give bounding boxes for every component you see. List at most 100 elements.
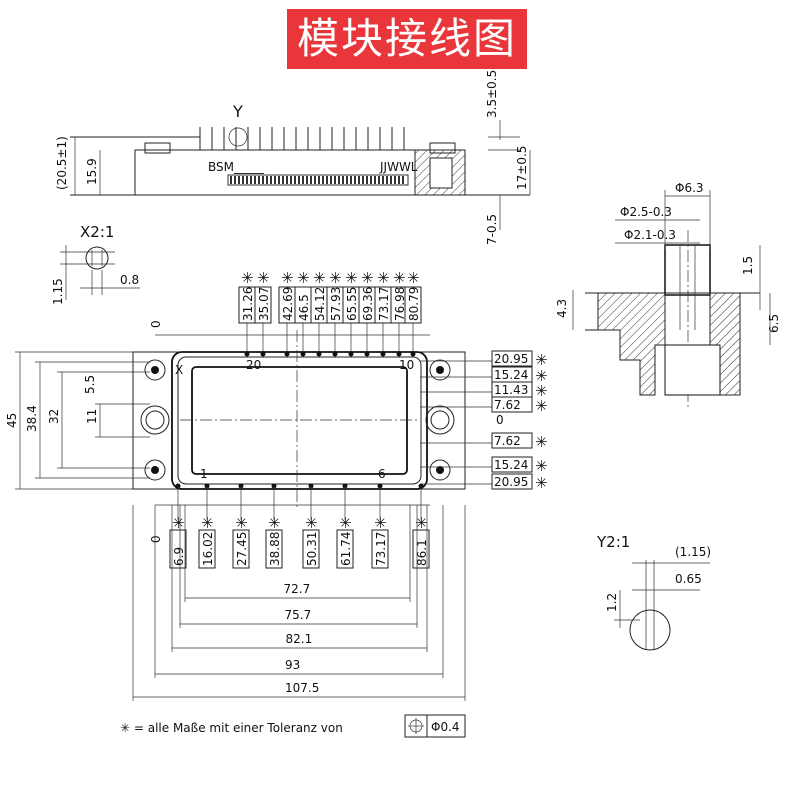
sec-d1: Φ6.3 (675, 181, 704, 195)
top-pin (284, 351, 290, 357)
right-dim-box (491, 456, 533, 473)
zero-top: 0 (149, 320, 163, 328)
right-dim-lower: 15.24 (494, 458, 528, 472)
sec-h1: 1.5 (741, 256, 755, 275)
bottom-pin-dim: 16.02 (201, 532, 215, 566)
top-pin-dim: 35.07 (257, 287, 271, 321)
top-pin-dim: 80.79 (407, 287, 421, 321)
sec-d3: Φ2.1-0.3 (624, 228, 676, 242)
right-dim-upper: 7.62 (494, 398, 521, 412)
sec-h3: 6.5 (767, 314, 781, 333)
bottom-pin-star: ✳ (305, 514, 318, 532)
right-dim-star: ✳ (535, 382, 548, 400)
right-dim-lower: 7.62 (494, 434, 521, 448)
bottom-pin-dim-box (169, 529, 187, 569)
y-detail: Y2:1 (1.15) 0.65 1.2 (596, 533, 711, 651)
dim-5-5: 5.5 (83, 375, 97, 394)
y-dim-v: 1.2 (605, 593, 619, 612)
side-view: BSM_____ JJWWL Y (20.5±1) 15.9 3.5±0.5 1… (55, 70, 531, 245)
bottom-pin-dim: 73.17 (374, 532, 388, 566)
top-pin (244, 351, 250, 357)
dim-11: 11 (85, 409, 99, 424)
footnote: ✳ = alle Maße mit einer Toleranz von Φ0.… (120, 714, 466, 738)
dim-pin-top: 3.5±0.5 (485, 70, 499, 118)
top-pin-dim: 65.55 (345, 287, 359, 321)
side-bsm-label: BSM_____ (208, 160, 265, 174)
top-view: X 20 10 1 6 0 0 ✳31.26✳35.07✳42.69✳46.5✳… (5, 269, 548, 701)
top-pin-dim: 73.17 (377, 287, 391, 321)
top-pin-star: ✳ (407, 269, 420, 287)
right-dim-star: ✳ (535, 433, 548, 451)
top-pin (410, 351, 416, 357)
h-dim-label: 75.7 (285, 608, 312, 622)
dim-45: 45 (5, 413, 19, 428)
x-detail: X2:1 1.15 0.8 (51, 223, 140, 305)
right-dim-zero: 0 (496, 413, 504, 427)
bottom-pin-star: ✳ (201, 514, 214, 532)
y-dim-top: (1.15) (675, 545, 711, 559)
top-pin (260, 351, 266, 357)
right-dim-upper: 20.95 (494, 352, 528, 366)
h-dim-label: 107.5 (285, 681, 319, 695)
top-pin (300, 351, 306, 357)
bottom-pin-dim: 50.31 (305, 532, 319, 566)
top-pin-star: ✳ (361, 269, 374, 287)
top-pin-star: ✳ (313, 269, 326, 287)
right-dim-star: ✳ (535, 351, 548, 369)
section-view: Φ6.3 Φ2.5-0.3 Φ2.1-0.3 1.5 4.3 6.5 (555, 181, 781, 410)
top-pin (348, 351, 354, 357)
top-pin-star: ✳ (297, 269, 310, 287)
bottom-pin-star: ✳ (339, 514, 352, 532)
bottom-pin-star: ✳ (374, 514, 387, 532)
bottom-pin-dim-box (198, 529, 216, 569)
sec-d2: Φ2.5-0.3 (620, 205, 672, 219)
right-dim-upper: 11.43 (494, 383, 528, 397)
top-pin-dim: 76.98 (393, 287, 407, 321)
right-dim-box (491, 350, 533, 367)
top-pin-dim: 42.69 (281, 287, 295, 321)
page-title: 模块接线图 (287, 9, 527, 69)
top-pin (364, 351, 370, 357)
bottom-pin-dim-box (232, 529, 250, 569)
side-y-mark: Y (232, 102, 243, 121)
bottom-pin-dim: 86.1 (415, 539, 429, 566)
top-pin-dim: 69.36 (361, 287, 375, 321)
pin-label-20: 20 (246, 358, 261, 372)
h-dim-label: 93 (285, 658, 300, 672)
x-mark: X (175, 363, 183, 377)
top-pin-dim: 54.12 (313, 287, 327, 321)
side-jjwwl-label: JJWWL (379, 160, 418, 174)
tolerance-value: Φ0.4 (431, 720, 460, 734)
top-pin-dim: 57.93 (329, 287, 343, 321)
top-pin-dim: 46.5 (297, 294, 311, 321)
top-pin (316, 351, 322, 357)
right-dim-upper: 15.24 (494, 368, 528, 382)
dim-body-height: 15.9 (85, 158, 99, 185)
bottom-pin-dim-box (265, 529, 283, 569)
zero-bottom: 0 (149, 535, 163, 543)
top-pin-dim: 31.26 (241, 287, 255, 321)
h-dim-label: 82.1 (286, 632, 313, 646)
top-pin-star: ✳ (393, 269, 406, 287)
y-detail-label: Y2:1 (596, 533, 630, 551)
top-pin-star: ✳ (377, 269, 390, 287)
x-dim-v: 1.15 (51, 278, 65, 305)
pin-label-6: 6 (378, 467, 386, 481)
bottom-pin-dim: 27.45 (235, 532, 249, 566)
h-dim-label: 72.7 (284, 582, 311, 596)
right-dim-star: ✳ (535, 367, 548, 385)
footnote-text: ✳ = alle Maße mit einer Toleranz von (120, 721, 343, 735)
dim-38-4: 38.4 (25, 405, 39, 432)
x-dim-h: 0.8 (120, 273, 139, 287)
dim-total-height: (20.5±1) (55, 136, 69, 190)
bottom-pin-dim: 6.9 (172, 547, 186, 566)
pin-label-10: 10 (399, 358, 414, 372)
top-pin-star: ✳ (241, 269, 254, 287)
bottom-pin-dim: 38.88 (268, 532, 282, 566)
bottom-pin-dim-box (336, 529, 354, 569)
right-dim-star: ✳ (535, 397, 548, 415)
right-dim-star: ✳ (535, 474, 548, 492)
top-pin (332, 351, 338, 357)
dim-right-height: 17±0.5 (515, 146, 529, 190)
bottom-pin-dim: 61.74 (339, 532, 353, 566)
